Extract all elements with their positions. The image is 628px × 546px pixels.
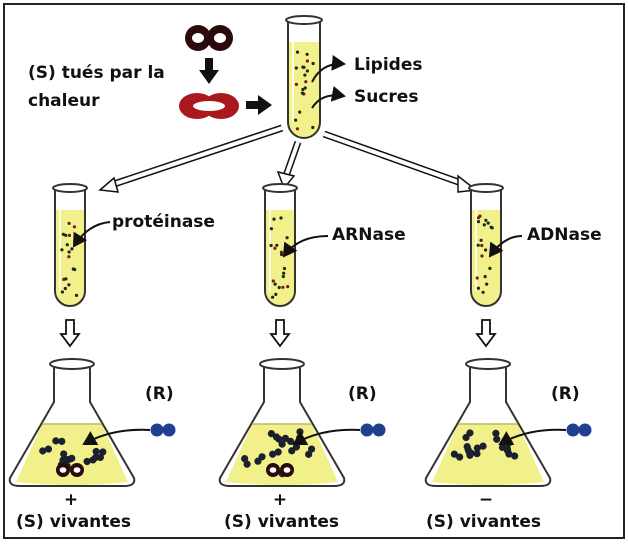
heat-killed-s-bacteria-icon — [179, 93, 239, 119]
r-bacteria-pointer-arrow — [498, 428, 567, 445]
heat-killed-label-line2: chaleur — [28, 91, 100, 111]
split-arrow-right — [322, 130, 478, 193]
r-bacteria-pointer-arrow — [82, 428, 151, 445]
result-sign-2: + — [273, 490, 287, 510]
down-hollow-arrow-2 — [269, 319, 291, 348]
enzyme-tube-3 — [468, 183, 504, 307]
result-sign-3: − — [479, 490, 493, 510]
flask-1 — [8, 358, 136, 487]
s-bacteria-colony-icon — [56, 463, 84, 477]
split-arrow-middle — [276, 140, 302, 190]
r-bacteria-icon — [566, 423, 592, 437]
living-s-bacteria-icon — [185, 25, 233, 51]
enzyme-pointer-arrow-2 — [282, 235, 329, 258]
enzyme-treatment-tubes — [52, 183, 523, 348]
enzyme-pointer-arrow-3 — [488, 235, 523, 258]
r-bacteria-label-2: (R) — [348, 384, 377, 404]
down-hollow-arrow-1 — [59, 319, 81, 348]
lipides-pointer-arrow — [311, 54, 346, 83]
right-arrow-icon — [246, 95, 272, 115]
enzyme-pointer-arrow-1 — [72, 221, 111, 248]
enzyme-label-proteinase: protéinase — [112, 212, 215, 232]
heat-killed-label-line1: (S) tués par la — [28, 63, 165, 83]
r-bacteria-pointer-arrow — [292, 428, 361, 445]
source-tube-glass — [285, 15, 323, 139]
source-extract-tube — [285, 15, 323, 139]
enzyme-tube-2 — [262, 183, 298, 307]
r-bacteria-icon — [150, 423, 176, 437]
sucres-label: Sucres — [354, 87, 418, 107]
result-sign-1: + — [64, 490, 78, 510]
enzyme-label-arnase: ARNase — [332, 225, 406, 245]
s-bacteria-colony-icon — [266, 463, 294, 477]
enzyme-tube-1 — [52, 183, 88, 307]
lipides-label: Lipides — [354, 55, 422, 75]
down-arrow-icon — [199, 58, 219, 84]
outcome-label-2: (S) vivantes — [224, 512, 339, 532]
outcome-label-1: (S) vivantes — [16, 512, 131, 532]
r-bacteria-label-3: (R) — [551, 384, 580, 404]
figure-border — [3, 3, 625, 539]
culture-flasks — [8, 358, 592, 487]
down-hollow-arrow-3 — [475, 319, 497, 348]
split-arrow-left — [98, 124, 284, 193]
sucres-pointer-arrow — [311, 85, 346, 109]
outcome-label-3: (S) vivantes — [426, 512, 541, 532]
r-bacteria-icon — [360, 423, 386, 437]
r-bacteria-label-1: (R) — [145, 384, 174, 404]
enzyme-label-adnase: ADNase — [527, 225, 602, 245]
flask-2 — [218, 358, 346, 487]
flask-3 — [424, 358, 552, 487]
